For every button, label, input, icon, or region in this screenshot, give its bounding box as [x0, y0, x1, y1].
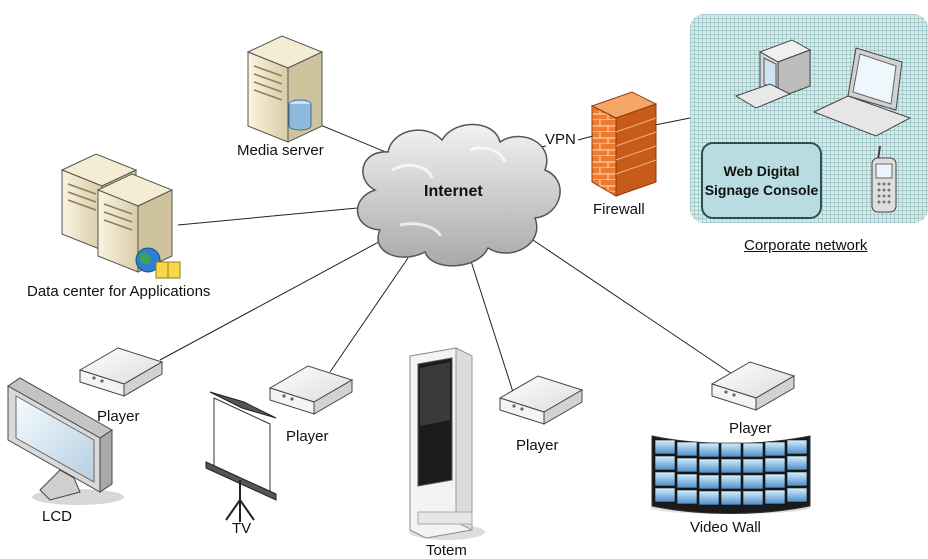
line-player-1 [159, 236, 389, 361]
video-wall-label: Video Wall [690, 519, 761, 536]
lcd-label: LCD [42, 508, 73, 525]
totem-label: Totem [426, 542, 467, 559]
player-4-label: Player [729, 420, 772, 437]
line-player-4 [529, 237, 739, 379]
line-player-2 [329, 257, 409, 373]
data-center-label: Data center for Applications [27, 283, 211, 300]
player-4-icon [710, 361, 796, 411]
vpn-label: VPN [545, 131, 576, 148]
video-wall-icon [650, 435, 811, 514]
player-3-label: Player [516, 437, 559, 454]
corporate-network-label: Corporate network [744, 237, 868, 254]
console-label: Web Digital Signage Console [704, 162, 819, 198]
media-server-icon [246, 35, 324, 143]
desktop-computer-icon [734, 39, 812, 109]
media-server-label: Media server [237, 142, 324, 159]
totem-kiosk-icon [409, 347, 485, 540]
lcd-monitor-icon [7, 377, 124, 505]
laptop-icon [812, 47, 912, 137]
line-data-center [177, 206, 369, 226]
firewall-icon [590, 91, 658, 197]
firewall-label: Firewall [593, 201, 645, 218]
web-digital-signage-console: Web Digital Signage Console [701, 142, 822, 219]
player-2-label: Player [286, 428, 329, 445]
internet-cloud [356, 123, 561, 267]
mobile-phone-icon [871, 145, 897, 213]
player-2-icon [268, 365, 354, 415]
internet-label: Internet [424, 183, 483, 200]
player-1-label: Player [97, 408, 140, 425]
tv-screen-icon [205, 391, 277, 522]
player-1-icon [78, 347, 164, 397]
line-firewall-corp [654, 117, 691, 126]
player-3-icon [498, 375, 584, 425]
data-center-icon [60, 153, 181, 279]
tv-label: TV [232, 520, 252, 537]
line-vpn-right [577, 135, 594, 141]
line-player-3 [469, 257, 514, 393]
